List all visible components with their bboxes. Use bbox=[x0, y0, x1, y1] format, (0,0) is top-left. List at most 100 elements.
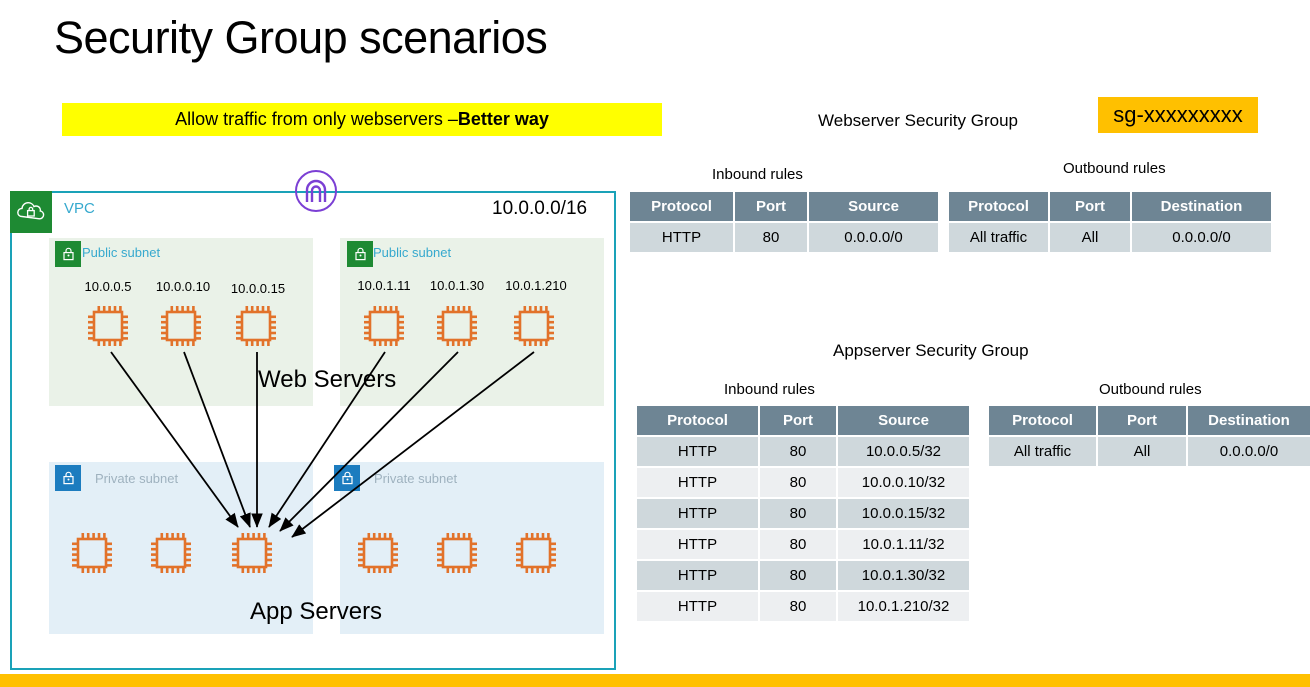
ec2-instance-app-2[interactable] bbox=[148, 530, 194, 576]
col-protocol: Protocol bbox=[637, 406, 760, 437]
cell-source: 10.0.0.15/32 bbox=[837, 498, 969, 530]
cell-source: 0.0.0.0/0 bbox=[808, 222, 938, 254]
table-row: HTTP 80 0.0.0.0/0 bbox=[630, 222, 938, 254]
col-protocol: Protocol bbox=[630, 192, 735, 223]
table-header-row: Protocol Port Source bbox=[630, 192, 938, 223]
cell-destination: 0.0.0.0/0 bbox=[1187, 436, 1310, 468]
col-protocol: Protocol bbox=[989, 406, 1098, 437]
subnet-label-private-right: Private subnet bbox=[374, 471, 458, 486]
appserver-inbound-caption: Inbound rules bbox=[724, 381, 815, 398]
cell-protocol: All traffic bbox=[949, 222, 1050, 254]
col-destination: Destination bbox=[1187, 406, 1310, 437]
scenario-banner: Allow traffic from only webservers – Bet… bbox=[62, 103, 662, 136]
cell-port: 80 bbox=[759, 591, 838, 623]
col-protocol: Protocol bbox=[949, 192, 1050, 223]
cell-protocol: HTTP bbox=[637, 498, 760, 530]
ec2-instance-app-1[interactable] bbox=[69, 530, 115, 576]
webserver-inbound-caption: Inbound rules bbox=[712, 166, 803, 183]
lock-icon bbox=[55, 241, 81, 267]
cell-port: All bbox=[1049, 222, 1132, 254]
ip-label-web-1: 10.0.0.5 bbox=[84, 279, 132, 294]
ip-label-web-4: 10.0.1.11 bbox=[357, 278, 411, 293]
subnet-label-private-left: Private subnet bbox=[95, 471, 179, 486]
table-row: All traffic All 0.0.0.0/0 bbox=[949, 222, 1271, 254]
cell-destination: 0.0.0.0/0 bbox=[1131, 222, 1271, 254]
subnet-label-public-right: Public subnet bbox=[373, 245, 452, 260]
ip-label-web-2: 10.0.0.10 bbox=[155, 279, 211, 294]
cell-protocol: All traffic bbox=[989, 436, 1098, 468]
app-tier-label: App Servers bbox=[250, 598, 383, 625]
col-port: Port bbox=[1097, 406, 1188, 437]
ec2-instance-web-4[interactable] bbox=[361, 303, 407, 349]
vpc-label: VPC bbox=[64, 200, 95, 217]
lock-icon bbox=[347, 241, 373, 267]
cell-port: 80 bbox=[759, 498, 838, 530]
cell-protocol: HTTP bbox=[637, 591, 760, 623]
cell-port: 80 bbox=[759, 560, 838, 592]
ec2-instance-web-2[interactable] bbox=[158, 303, 204, 349]
col-destination: Destination bbox=[1131, 192, 1271, 223]
ec2-instance-web-1[interactable] bbox=[85, 303, 131, 349]
banner-text: Allow traffic from only webservers – bbox=[175, 109, 458, 129]
ip-label-web-3: 10.0.0.15 bbox=[230, 281, 286, 296]
lock-icon bbox=[334, 465, 360, 491]
webserver-sg-badge: sg-xxxxxxxxx bbox=[1098, 97, 1258, 133]
ec2-instance-app-4[interactable] bbox=[355, 530, 401, 576]
table-header-row: Protocol Port Destination bbox=[949, 192, 1271, 223]
vpc-cloud-lock-icon bbox=[10, 191, 52, 233]
col-port: Port bbox=[759, 406, 838, 437]
lock-icon bbox=[55, 465, 81, 491]
ip-label-web-5: 10.0.1.30 bbox=[429, 278, 485, 293]
col-port: Port bbox=[734, 192, 809, 223]
cell-port: 80 bbox=[759, 467, 838, 499]
webserver-inbound-table: Protocol Port Source HTTP 80 0.0.0.0/0 bbox=[630, 192, 938, 254]
bottom-accent-bar bbox=[0, 674, 1310, 687]
cell-source: 10.0.1.30/32 bbox=[837, 560, 969, 592]
col-source: Source bbox=[837, 406, 969, 437]
cell-port: 80 bbox=[734, 222, 809, 254]
col-source: Source bbox=[808, 192, 938, 223]
cell-port: 80 bbox=[759, 436, 838, 468]
ec2-instance-app-6[interactable] bbox=[513, 530, 559, 576]
cell-protocol: HTTP bbox=[637, 560, 760, 592]
cell-protocol: HTTP bbox=[637, 467, 760, 499]
ip-label-web-6: 10.0.1.210 bbox=[505, 278, 567, 293]
ec2-instance-app-3[interactable] bbox=[229, 530, 275, 576]
appserver-sg-title: Appserver Security Group bbox=[833, 341, 1029, 360]
table-header-row: Protocol Port Source bbox=[637, 406, 969, 437]
cell-source: 10.0.0.5/32 bbox=[837, 436, 969, 468]
table-row: All traffic All 0.0.0.0/0 bbox=[989, 436, 1310, 468]
webserver-outbound-table: Protocol Port Destination All traffic Al… bbox=[949, 192, 1271, 254]
col-port: Port bbox=[1049, 192, 1132, 223]
appserver-outbound-caption: Outbound rules bbox=[1099, 381, 1202, 398]
ec2-instance-web-5[interactable] bbox=[434, 303, 480, 349]
cell-source: 10.0.1.11/32 bbox=[837, 529, 969, 561]
cell-protocol: HTTP bbox=[637, 529, 760, 561]
webserver-sg-title: Webserver Security Group bbox=[818, 111, 1018, 130]
table-header-row: Protocol Port Destination bbox=[989, 406, 1310, 437]
cell-port: 80 bbox=[759, 529, 838, 561]
web-tier-label: Web Servers bbox=[258, 366, 397, 393]
cell-port: All bbox=[1097, 436, 1188, 468]
page-title: Security Group scenarios bbox=[54, 12, 548, 63]
banner-text-bold: Better way bbox=[457, 109, 549, 129]
cell-source: 10.0.1.210/32 bbox=[837, 591, 969, 623]
ec2-instance-web-6[interactable] bbox=[511, 303, 557, 349]
internet-gateway-icon bbox=[293, 168, 339, 214]
vpc-cidr-label: 10.0.0.0/16 bbox=[492, 198, 588, 219]
cell-protocol: HTTP bbox=[637, 436, 760, 468]
webserver-outbound-caption: Outbound rules bbox=[1063, 160, 1166, 177]
cell-source: 10.0.0.10/32 bbox=[837, 467, 969, 499]
appserver-outbound-table: Protocol Port Destination All traffic Al… bbox=[989, 406, 1310, 468]
cell-protocol: HTTP bbox=[630, 222, 735, 254]
ec2-instance-web-3[interactable] bbox=[233, 303, 279, 349]
ec2-instance-app-5[interactable] bbox=[434, 530, 480, 576]
